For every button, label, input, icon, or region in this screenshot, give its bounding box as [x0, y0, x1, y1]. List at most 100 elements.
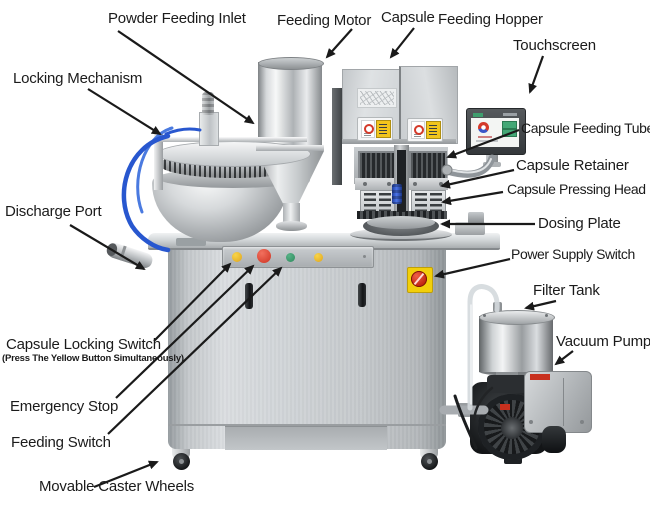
- warning-sticker-yellow-icon: [426, 121, 441, 139]
- arrow-capsule-pressing-head: [441, 190, 504, 206]
- tank-bolt-icon: [545, 314, 548, 317]
- cabinet-handle-right: [358, 283, 366, 307]
- screw-icon: [363, 182, 367, 186]
- label-powder-feeding-inlet: Powder Feeding Inlet: [108, 10, 246, 27]
- caster-wheel-icon: [173, 453, 190, 470]
- label-capsule-pressing-head: Capsule Pressing Head: [507, 181, 646, 197]
- bezel-model-text: [503, 113, 517, 116]
- center-column-core: [397, 150, 406, 212]
- arrow-power-supply-switch: [434, 257, 511, 279]
- pump-fan-hub: [501, 417, 523, 439]
- pressing-head-left: [360, 190, 395, 214]
- label-discharge-port: Discharge Port: [5, 203, 102, 220]
- label-capsule-locking-switch: Capsule Locking Switch: [6, 336, 161, 353]
- capsule-locking-button-yellow: [232, 252, 242, 262]
- powder-hopper-flange: [276, 221, 307, 231]
- screw-icon: [439, 182, 443, 186]
- slat-column: [415, 193, 427, 211]
- machine-cabinet: [168, 247, 446, 450]
- warning-stickers-right: [407, 118, 443, 142]
- monitor-stem-flange: [483, 162, 501, 167]
- discharge-port-tube: [105, 241, 155, 270]
- pump-red-label: [500, 404, 510, 410]
- label-capsule-locking-switch-note: (Press The Yellow Button Simultaneously): [2, 353, 184, 364]
- discharge-port-opening: [105, 241, 119, 258]
- emergency-stop-button-red: [257, 249, 271, 263]
- bezel-logo-chip: [473, 113, 483, 117]
- powder-hopper-ring: [256, 145, 324, 151]
- pump-junction-box: [524, 371, 592, 433]
- cabinet-handle-left: [245, 283, 253, 309]
- arm-clamp-block: [455, 222, 485, 235]
- pump-oil-separator: [542, 426, 566, 453]
- label-feeding-motor: Feeding Motor: [277, 12, 372, 29]
- screw-icon: [529, 420, 533, 424]
- screw-icon: [580, 420, 584, 424]
- junction-box-label: [530, 374, 550, 380]
- label-touchscreen: Touchscreen: [513, 37, 596, 54]
- cabinet-kick-plate: [225, 426, 387, 450]
- arrow-feeding-motor: [325, 28, 353, 59]
- tank-bolt-icon: [483, 314, 486, 317]
- warning-stickers-left: [357, 117, 393, 141]
- hmi-green-button: [502, 129, 517, 137]
- pressing-head-right: [411, 190, 446, 214]
- aux-button-yellow: [314, 253, 323, 262]
- caster-wheel-icon: [421, 453, 438, 470]
- arm-clamp-post: [468, 212, 484, 224]
- center-shaft-knob: [202, 92, 214, 115]
- screw-icon: [387, 182, 391, 186]
- hmi-text-line: [478, 136, 492, 138]
- junction-box-seam: [563, 378, 564, 426]
- hmi-green-button: [502, 121, 517, 129]
- label-feeding-hopper: Feeding Hopper: [438, 11, 543, 28]
- label-feeding-switch: Feeding Switch: [11, 434, 111, 451]
- pneumatic-cylinder-blue: [392, 184, 402, 204]
- dosing-plate-top: [367, 216, 435, 229]
- warning-sticker-red-icon: [411, 121, 425, 139]
- label-locking-mechanism: Locking Mechanism: [13, 70, 143, 87]
- arrow-vacuum-pump: [554, 350, 574, 366]
- feeding-switch-button-green: [286, 253, 295, 262]
- warning-sticker-red-icon: [361, 120, 375, 138]
- label-capsule-feeding-tube: Capsule Feeding Tube: [521, 120, 650, 136]
- power-supply-switch: [407, 267, 433, 293]
- touchscreen-display: [471, 118, 519, 147]
- slat-column: [364, 193, 376, 211]
- label-vacuum-pump: Vacuum Pump: [556, 333, 650, 350]
- discharge-port-band: [119, 245, 127, 261]
- control-button-strip: [222, 246, 374, 268]
- strip-indicator-dot: [363, 255, 366, 258]
- label-dosing-plate: Dosing Plate: [538, 215, 621, 232]
- filter-tank-lid: [479, 310, 555, 325]
- center-shaft-housing: [199, 112, 219, 146]
- warning-sticker-yellow-icon: [376, 120, 391, 138]
- powder-hopper-top: [258, 57, 324, 70]
- arrow-feeding-hopper: [389, 27, 415, 59]
- hopper-etched-diagram: [357, 88, 397, 108]
- hmi-logo-icon: [478, 122, 489, 133]
- frame-shadow: [332, 88, 342, 185]
- powder-hopper-cylinder: [258, 62, 322, 148]
- slat-column: [430, 193, 442, 211]
- hopper-box-base: [342, 139, 456, 144]
- slat-column: [379, 193, 391, 211]
- label-filter-tank: Filter Tank: [533, 282, 600, 299]
- arrow-touchscreen: [528, 55, 545, 94]
- locking-frame-bar: [155, 137, 307, 142]
- bowl-support: [176, 238, 206, 246]
- touchscreen-monitor: [466, 108, 526, 155]
- label-capsule-retainer: Capsule Retainer: [516, 157, 629, 174]
- label-capsule: Capsule: [381, 9, 435, 26]
- hmi-text-line: [476, 140, 498, 142]
- dosing-comb: [357, 211, 447, 219]
- screw-icon: [413, 182, 417, 186]
- arrow-capsule-retainer: [440, 168, 515, 189]
- arrow-locking-mechanism: [87, 88, 162, 136]
- pump-motor-top: [487, 375, 527, 393]
- label-emergency-stop: Emergency Stop: [10, 398, 119, 415]
- power-switch-knob-icon: [411, 271, 427, 287]
- cabinet-seam: [168, 424, 446, 426]
- powder-hopper-stem: [283, 203, 300, 223]
